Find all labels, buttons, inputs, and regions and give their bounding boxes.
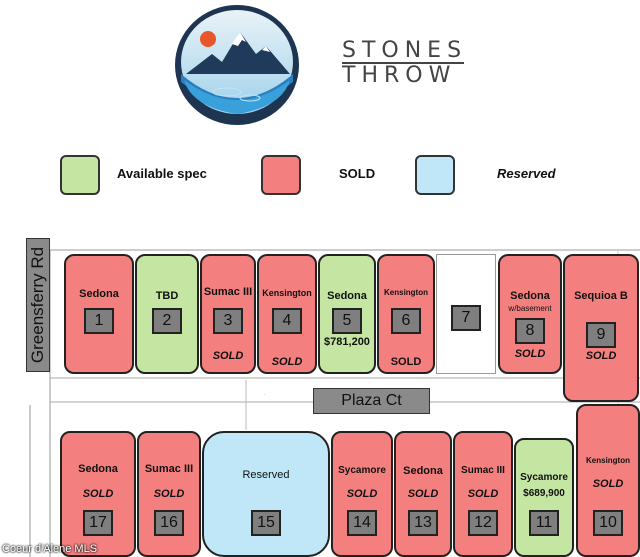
lot-7[interactable]: 7 xyxy=(436,254,496,374)
road-plaza-label: Plaza Ct xyxy=(341,392,402,409)
lot-11-price: $689,900 xyxy=(523,488,565,499)
lot-4-name: Kensington xyxy=(262,288,312,298)
lot-17-number: 17 xyxy=(83,510,113,536)
lot-1-name: Sedona xyxy=(79,288,119,300)
lot-3-name: Sumac III xyxy=(203,286,253,298)
brand-divider xyxy=(342,62,464,64)
lot-12-number: 12 xyxy=(468,510,498,536)
lot-5-number: 5 xyxy=(332,308,362,334)
lot-16-name: Sumac III xyxy=(144,463,194,475)
lot-9-name: Sequioa B xyxy=(574,290,628,302)
lot-9-number: 9 xyxy=(586,322,616,348)
road-plaza: Plaza Ct xyxy=(313,388,430,414)
lot-12-name: Sumac III xyxy=(461,465,505,476)
lot-8-name: Sedona xyxy=(510,290,550,302)
lot-5[interactable]: Sedona 5 $781,200 xyxy=(318,254,376,374)
lot-8-status: SOLD xyxy=(514,348,546,360)
watermark: Coeur d'Alene MLS xyxy=(2,543,98,555)
legend-swatch-available xyxy=(60,155,100,195)
lot-15-number: 15 xyxy=(251,510,281,536)
lot-17-name: Sedona xyxy=(78,463,118,475)
dimension-tick-1: · xyxy=(264,392,266,397)
lot-13-name: Sedona xyxy=(403,465,443,477)
legend-label-available: Available spec xyxy=(117,166,207,181)
lot-13[interactable]: Sedona SOLD 13 xyxy=(394,431,452,557)
lot-4-status: SOLD xyxy=(271,356,303,368)
lot-5-price: $781,200 xyxy=(324,336,370,348)
lot-1-number: 1 xyxy=(84,308,114,334)
lot-11-number: 11 xyxy=(529,510,559,536)
legend-swatch-sold xyxy=(261,155,301,195)
lot-10-name: Kensington xyxy=(586,456,630,465)
lot-14-number: 14 xyxy=(347,510,377,536)
legend-label-sold: SOLD xyxy=(339,166,376,181)
lot-10[interactable]: Kensington SOLD 10 xyxy=(576,404,640,557)
logo xyxy=(172,2,302,128)
lot-11[interactable]: Sycamore $689,900 11 xyxy=(514,438,574,557)
lot-6[interactable]: Kensington 6 SOLD xyxy=(377,254,435,374)
lot-7-number: 7 xyxy=(451,305,481,331)
lot-12-status: SOLD xyxy=(467,488,499,500)
lot-4-number: 4 xyxy=(272,308,302,334)
brand-line1: STONES xyxy=(342,38,468,63)
lot-6-number: 6 xyxy=(391,308,421,334)
road-greensferry: Greensferry Rd xyxy=(26,238,50,372)
lot-13-status: SOLD xyxy=(407,488,439,500)
lot-2-name: TBD xyxy=(155,290,179,302)
lot-11-name: Sycamore xyxy=(520,472,568,483)
lot-1[interactable]: Sedona 1 xyxy=(64,254,134,374)
lot-14-name: Sycamore xyxy=(338,465,386,476)
lot-6-status: SOLD xyxy=(390,356,422,368)
lot-8-sub: w/basement xyxy=(508,304,552,313)
lot-8-number: 8 xyxy=(515,318,545,344)
legend-label-reserved: Reserved xyxy=(497,166,556,181)
road-greensferry-label: Greensferry Rd xyxy=(28,246,47,364)
lot-15-name: Reserved xyxy=(242,469,290,481)
lot-2-number: 2 xyxy=(152,308,182,334)
lot-16-status: SOLD xyxy=(153,488,185,500)
lot-14[interactable]: Sycamore SOLD 14 xyxy=(331,431,393,557)
lot-13-number: 13 xyxy=(408,510,438,536)
lot-3[interactable]: Sumac III 3 SOLD xyxy=(200,254,256,374)
lot-3-number: 3 xyxy=(213,308,243,334)
lot-3-status: SOLD xyxy=(212,350,244,362)
brand-line2: THROW xyxy=(342,63,457,88)
lot-14-status: SOLD xyxy=(346,488,378,500)
logo-emblem xyxy=(175,5,299,125)
lot-10-number: 10 xyxy=(593,510,623,536)
lot-15[interactable]: Reserved 15 xyxy=(202,431,330,557)
lot-9[interactable]: Sequioa B 9 SOLD xyxy=(563,254,639,402)
lot-16-number: 16 xyxy=(154,510,184,536)
lot-16[interactable]: Sumac III SOLD 16 xyxy=(137,431,201,557)
lot-9-status: SOLD xyxy=(585,350,617,362)
lot-6-name: Kensington xyxy=(384,288,428,297)
lot-8[interactable]: Sedona w/basement 8 SOLD xyxy=(498,254,562,374)
legend-swatch-reserved xyxy=(415,155,455,195)
lot-17[interactable]: Sedona SOLD 17 xyxy=(60,431,136,557)
sun-icon xyxy=(200,31,216,47)
lot-10-status: SOLD xyxy=(592,478,624,490)
lot-4[interactable]: Kensington 4 SOLD xyxy=(257,254,317,374)
lot-5-name: Sedona xyxy=(327,290,367,302)
lot-17-status: SOLD xyxy=(82,488,114,500)
lot-12[interactable]: Sumac III SOLD 12 xyxy=(453,431,513,557)
lot-2[interactable]: TBD 2 xyxy=(135,254,199,374)
